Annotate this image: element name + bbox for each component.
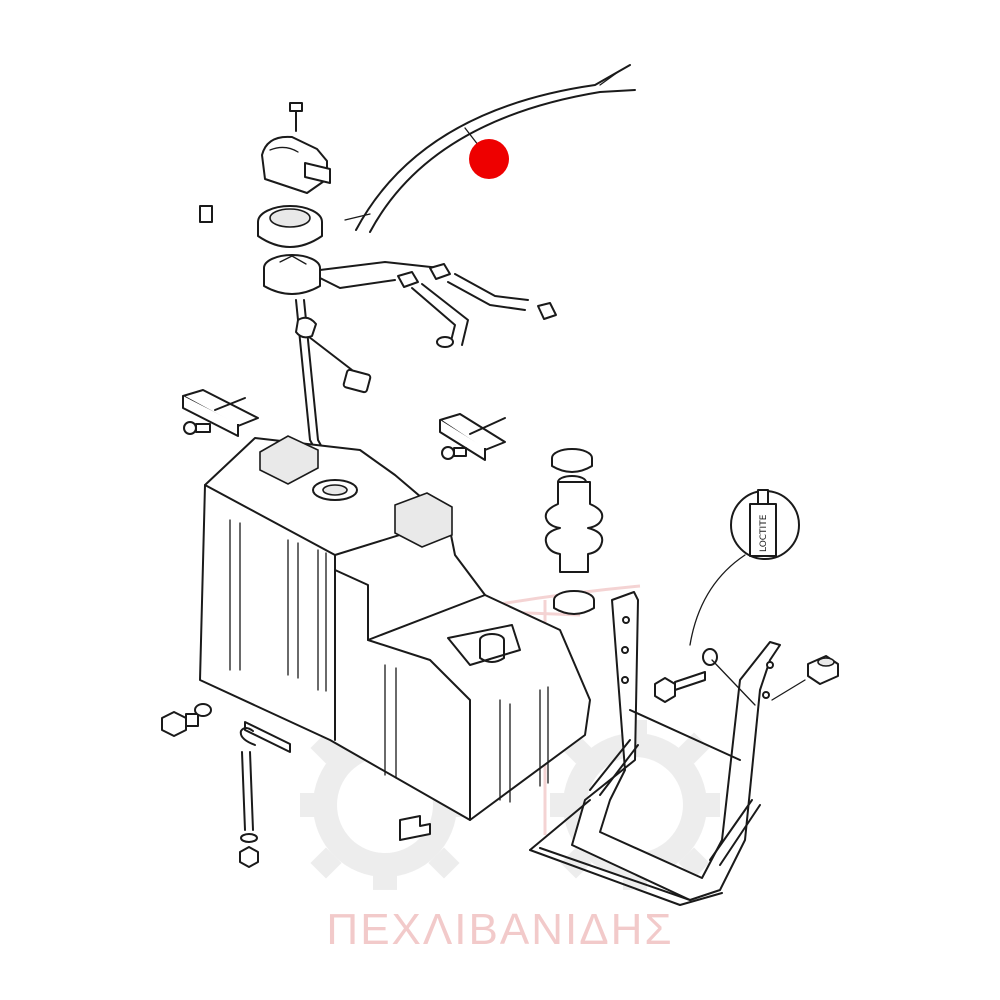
sealant-tube-label: LOCTITE bbox=[759, 514, 769, 552]
marker-dot[interactable] bbox=[469, 139, 509, 179]
tank-pin[interactable] bbox=[244, 721, 291, 753]
tank-bracket[interactable] bbox=[529, 591, 781, 906]
fuel-tank[interactable] bbox=[199, 435, 591, 841]
upper-hose-clamp[interactable] bbox=[551, 448, 593, 473]
sender-cover[interactable] bbox=[261, 135, 331, 194]
sealant-callout: LOCTITE bbox=[689, 489, 800, 646]
filler-bellows[interactable] bbox=[544, 475, 604, 573]
strap-mount-left[interactable] bbox=[182, 389, 259, 437]
strap-mount-right[interactable] bbox=[439, 413, 506, 461]
top-screw[interactable] bbox=[289, 102, 303, 132]
small-clip[interactable] bbox=[199, 205, 213, 223]
return-hose[interactable] bbox=[319, 261, 557, 348]
hook-bolt[interactable] bbox=[239, 727, 259, 868]
lock-ring[interactable] bbox=[257, 205, 323, 248]
drain-plug[interactable] bbox=[161, 703, 212, 737]
bracket-bolt[interactable] bbox=[654, 648, 756, 706]
lower-hose-clamp[interactable] bbox=[553, 590, 595, 615]
watermark-text: ΠΕΧΛΙΒΑΝΙΔΗΣ bbox=[326, 905, 674, 954]
rubber-spacer[interactable] bbox=[771, 655, 839, 701]
